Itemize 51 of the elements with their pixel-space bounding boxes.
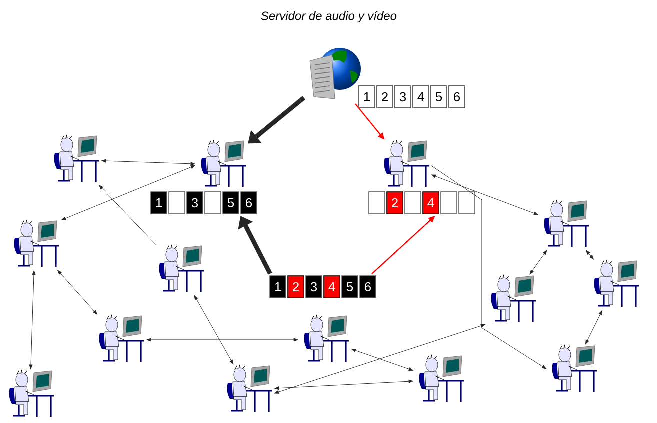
node-label: 4 xyxy=(328,282,336,292)
arrow xyxy=(352,349,414,371)
arrow xyxy=(585,310,603,344)
user-at-computer-drawing xyxy=(594,260,640,308)
arrow xyxy=(432,174,538,216)
node-label: 3 xyxy=(192,198,198,208)
node-label: 6 xyxy=(246,198,252,208)
node-label: 2 xyxy=(382,92,388,102)
node-label: 3 xyxy=(400,92,406,102)
thick-arrow xyxy=(248,96,306,144)
arrow xyxy=(62,165,196,220)
node-label: 6 xyxy=(454,92,460,102)
packet-strip: 1 2 3 4 5 6 xyxy=(358,86,466,108)
user-at-computer-drawing xyxy=(99,314,145,363)
node-label: 1 xyxy=(275,282,281,292)
node-label: 5 xyxy=(346,282,354,292)
server-globe-drawing xyxy=(310,50,358,100)
title: Servidor de audio y vídeo xyxy=(261,11,397,23)
arrow xyxy=(430,165,547,370)
arrow xyxy=(102,159,196,166)
arrow xyxy=(58,270,98,315)
user-at-computer-drawing xyxy=(227,364,273,413)
arrow xyxy=(99,185,156,246)
arrow xyxy=(274,380,414,390)
packet-strip: 1 3 5 6 xyxy=(150,192,258,214)
arrow xyxy=(146,338,298,342)
user-at-computer-drawing xyxy=(304,314,350,363)
arrow xyxy=(29,270,36,370)
user-at-computer-drawing xyxy=(544,200,590,248)
packet-strip: 1 2 3 4 5 6 xyxy=(270,276,376,298)
node-label: 5 xyxy=(228,198,234,208)
node-label: 2 xyxy=(392,198,398,208)
node-label: 6 xyxy=(365,282,372,292)
arrow xyxy=(274,324,486,394)
user-at-computer-drawing xyxy=(201,140,247,188)
user-at-computer-drawing xyxy=(9,370,55,418)
user-at-computer-drawing xyxy=(491,274,537,323)
arrow xyxy=(530,250,548,275)
node-label: 4 xyxy=(418,92,424,102)
arrow xyxy=(194,295,234,364)
node-label: 5 xyxy=(436,92,442,102)
user-at-computer-drawing xyxy=(54,134,100,183)
user-at-computer-drawing xyxy=(552,344,598,393)
packet-strip: 2 4 xyxy=(368,192,476,214)
user-at-computer-drawing xyxy=(159,244,205,293)
node-label: 4 xyxy=(428,198,434,208)
user-at-computer-drawing xyxy=(14,220,60,268)
arrow xyxy=(586,250,594,260)
node-label: 3 xyxy=(310,282,318,292)
user-at-computer-drawing xyxy=(419,354,465,403)
user-at-computer-drawing xyxy=(384,140,430,188)
